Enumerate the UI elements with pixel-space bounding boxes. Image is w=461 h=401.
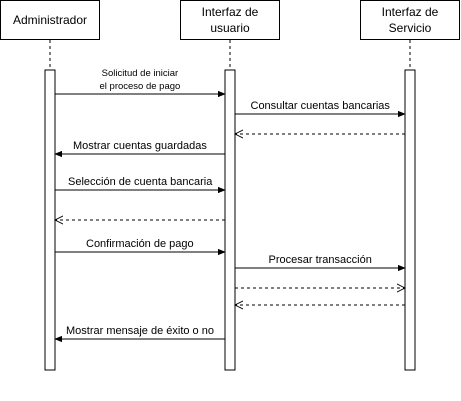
message-label-6: Confirmación de pago xyxy=(86,238,194,251)
participant-ui: Interfaz de usuario xyxy=(180,0,280,40)
participant-admin: Administrador xyxy=(0,0,100,40)
participant-service: Interfaz de Servicio xyxy=(360,0,460,40)
message-label-10: Mostrar mensaje de éxito o no xyxy=(66,325,214,338)
message-label-0: Solicitud de iniciar el proceso de pago xyxy=(99,68,181,92)
activation-bar-ui xyxy=(224,69,236,371)
activation-bar-service xyxy=(404,69,416,371)
activation-bar-admin xyxy=(44,69,56,371)
message-label-3: Mostrar cuentas guardadas xyxy=(73,140,207,153)
message-label-7: Procesar transacción xyxy=(268,254,372,267)
message-label-1: Consultar cuentas bancarias xyxy=(250,100,390,113)
message-label-4: Selección de cuenta bancaria xyxy=(68,176,213,189)
